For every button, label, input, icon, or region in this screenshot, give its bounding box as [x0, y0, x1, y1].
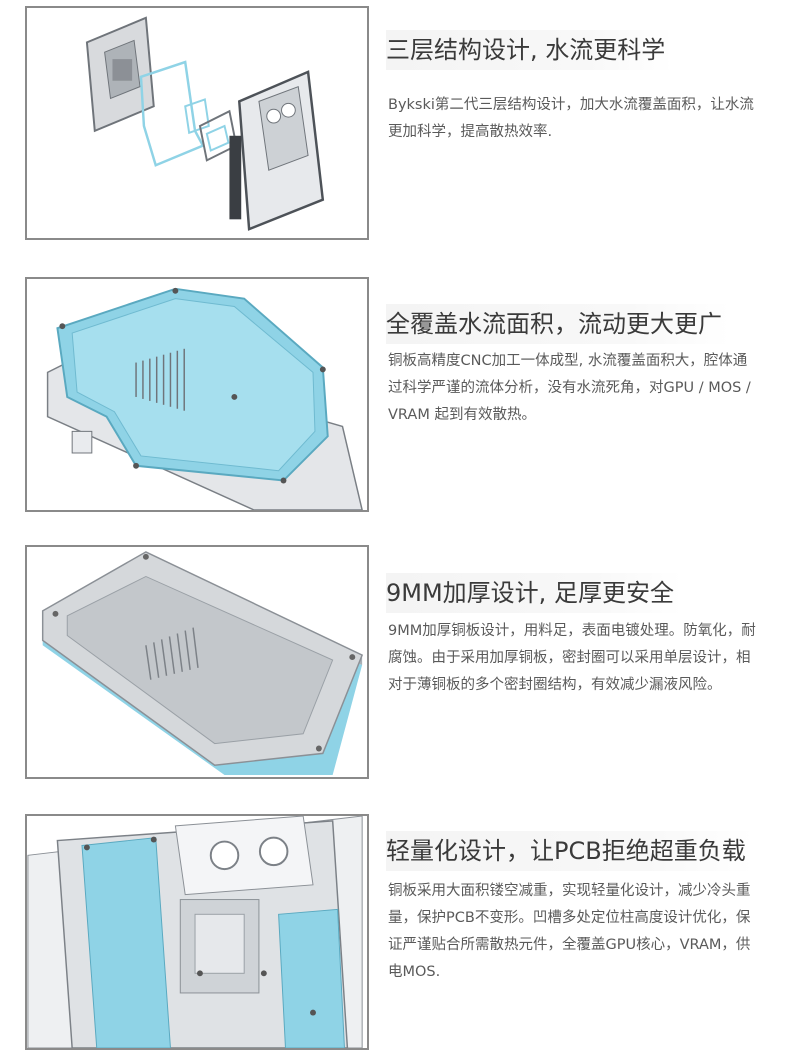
feature-image-2: [25, 277, 369, 512]
feature-title-4: 轻量化设计，让PCB拒绝超重负载: [386, 831, 754, 871]
feature-desc-2: 铜板高精度CNC加工一体成型, 水流覆盖面积大，腔体通过科学严谨的流体分析，没有…: [388, 353, 751, 423]
feature-desc-1: Bykski第二代三层结构设计，加大水流覆盖面积，让水流更加科学，提高散热效率.: [388, 97, 754, 140]
feature-title-3: 9MM加厚设计, 足厚更安全: [386, 573, 682, 613]
feature-image-3: [25, 545, 369, 779]
feature-image-1: [25, 6, 369, 240]
feature-title-2: 全覆盖水流面积，流动更大更广: [386, 304, 730, 344]
feature-desc-3: 9MM加厚铜板设计，用料足，表面电镀处理。防氧化，耐腐蚀。由于采用加厚铜板，密封…: [388, 623, 756, 693]
feature-title-1: 三层结构设计, 水流更科学: [386, 30, 674, 70]
exploded-layers-illustration: [85, 16, 325, 231]
feature-image-4: [25, 814, 369, 1050]
water-channel-illustration: [46, 287, 363, 510]
thick-plate-illustration: [41, 551, 364, 776]
feature-desc-4: 铜板采用大面积镂空减重，实现轻量化设计，减少冷头重量，保护PCB不变形。凹槽多处…: [388, 883, 751, 980]
lightweight-plate-illustration: [27, 816, 363, 1048]
